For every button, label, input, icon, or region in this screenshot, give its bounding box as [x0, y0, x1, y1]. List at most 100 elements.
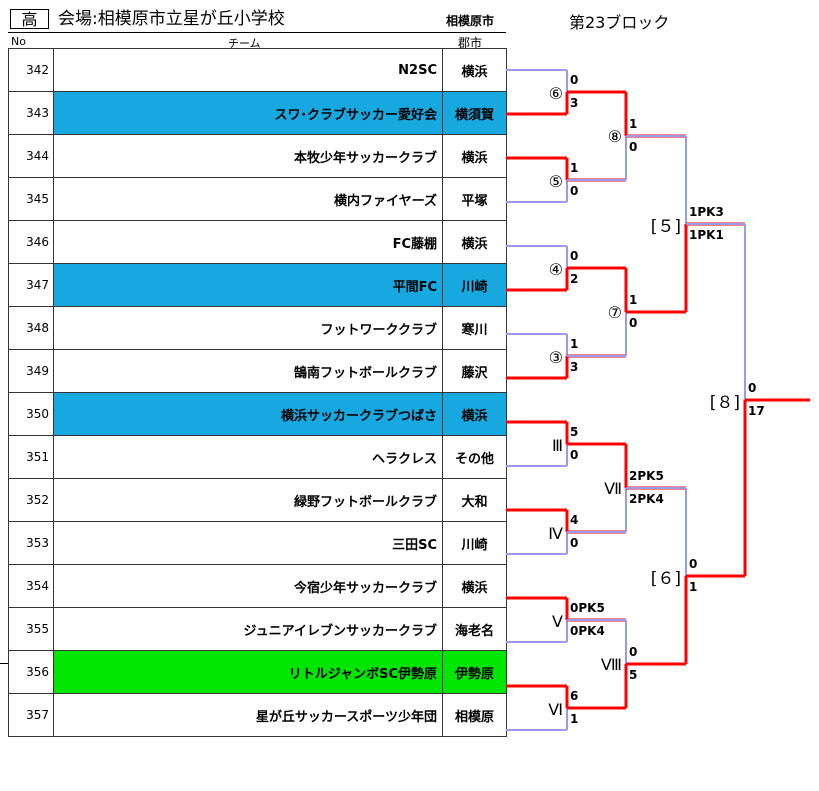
score-bottom: 0 — [570, 536, 578, 550]
match-label: Ⅶ — [604, 479, 622, 498]
team-number: 357 — [8, 693, 54, 737]
score-bottom: 17 — [748, 404, 765, 418]
match-label: ⑦ — [608, 303, 622, 322]
venue-title: 会場:相模原市立星が丘小学校 — [58, 9, 285, 29]
score-top: 0 — [689, 557, 697, 571]
team-name: フットワーククラブ — [53, 306, 443, 350]
match-label: Ⅳ — [548, 524, 563, 543]
score-bottom: 1PK1 — [689, 228, 724, 242]
score-top: 0 — [570, 73, 578, 87]
score-top: 1 — [570, 337, 578, 351]
team-name: スワ･クラブサッカー愛好会 — [53, 91, 443, 135]
team-area: 平塚 — [442, 177, 507, 221]
score-top: 2PK5 — [629, 469, 664, 483]
score-bottom: 5 — [629, 668, 637, 682]
block-title: 第23ブロック — [569, 13, 670, 32]
team-name: リトルジャンボSC伊勢原 — [53, 650, 443, 694]
score-top: 0PK5 — [570, 601, 605, 615]
team-name: 横内ファイヤーズ — [53, 177, 443, 221]
team-area: 横浜 — [442, 220, 507, 264]
score-top: 5 — [570, 425, 578, 439]
team-name: 緑野フットボールクラブ — [53, 478, 443, 522]
score-bottom: 0 — [629, 140, 637, 154]
score-bottom: 0 — [570, 448, 578, 462]
team-name: 星が丘サッカースポーツ少年団 — [53, 693, 443, 737]
margin-tick — [0, 663, 8, 664]
column-header-team: チーム — [228, 37, 261, 50]
score-bottom: 0PK4 — [570, 624, 605, 638]
team-area: 藤沢 — [442, 349, 507, 393]
score-top: 1 — [629, 117, 637, 131]
team-name: 本牧少年サッカークラブ — [53, 134, 443, 178]
score-top: 1PK3 — [689, 205, 724, 219]
team-number: 356 — [8, 650, 54, 694]
team-number: 345 — [8, 177, 54, 221]
match-label: Ⅲ — [552, 436, 563, 455]
score-bottom: 0 — [570, 184, 578, 198]
score-top: 0 — [629, 645, 637, 659]
match-label: ⑥ — [549, 84, 563, 103]
score-bottom: 3 — [570, 96, 578, 110]
match-label: [５] — [651, 217, 681, 237]
team-number: 347 — [8, 263, 54, 307]
match-label: ③ — [549, 348, 563, 367]
team-name: ヘラクレス — [53, 435, 443, 479]
match-label: Ⅴ — [552, 612, 563, 631]
match-label: Ⅵ — [548, 700, 563, 719]
team-number: 353 — [8, 521, 54, 565]
team-number: 352 — [8, 478, 54, 522]
score-top: 4 — [570, 513, 578, 527]
team-area: 相模原 — [442, 693, 507, 737]
score-bottom: 0 — [629, 316, 637, 330]
team-number: 349 — [8, 349, 54, 393]
score-top: 0 — [748, 381, 756, 395]
team-area: 海老名 — [442, 607, 507, 651]
city-label: 相模原市 — [446, 14, 495, 28]
score-bottom: 2PK4 — [629, 492, 664, 506]
team-area: 横須賀 — [442, 91, 507, 135]
score-top: 0 — [570, 249, 578, 263]
team-area: 川崎 — [442, 263, 507, 307]
column-header-no: No — [11, 35, 26, 48]
match-label: ④ — [549, 260, 563, 279]
team-name: 鵠南フットボールクラブ — [53, 349, 443, 393]
team-area: 横浜 — [442, 564, 507, 608]
score-bottom: 3 — [570, 360, 578, 374]
match-label: ⑤ — [549, 172, 563, 191]
team-number: 351 — [8, 435, 54, 479]
grade-badge: 高 — [10, 9, 49, 29]
match-label: ⑧ — [608, 127, 622, 146]
header-divider — [8, 32, 506, 33]
column-header-area: 郡市 — [458, 36, 483, 50]
team-area: 大和 — [442, 478, 507, 522]
team-name: 三田SC — [53, 521, 443, 565]
score-bottom: 1 — [570, 712, 578, 726]
match-label: Ⅷ — [601, 655, 622, 674]
team-number: 343 — [8, 91, 54, 135]
score-top: 6 — [570, 689, 578, 703]
match-label: [６] — [651, 569, 681, 589]
score-bottom: 2 — [570, 272, 578, 286]
team-number: 355 — [8, 607, 54, 651]
team-number: 350 — [8, 392, 54, 436]
team-area: 横浜 — [442, 392, 507, 436]
score-top: 1 — [629, 293, 637, 307]
team-area: 伊勢原 — [442, 650, 507, 694]
team-area: その他 — [442, 435, 507, 479]
score-top: 1 — [570, 161, 578, 175]
